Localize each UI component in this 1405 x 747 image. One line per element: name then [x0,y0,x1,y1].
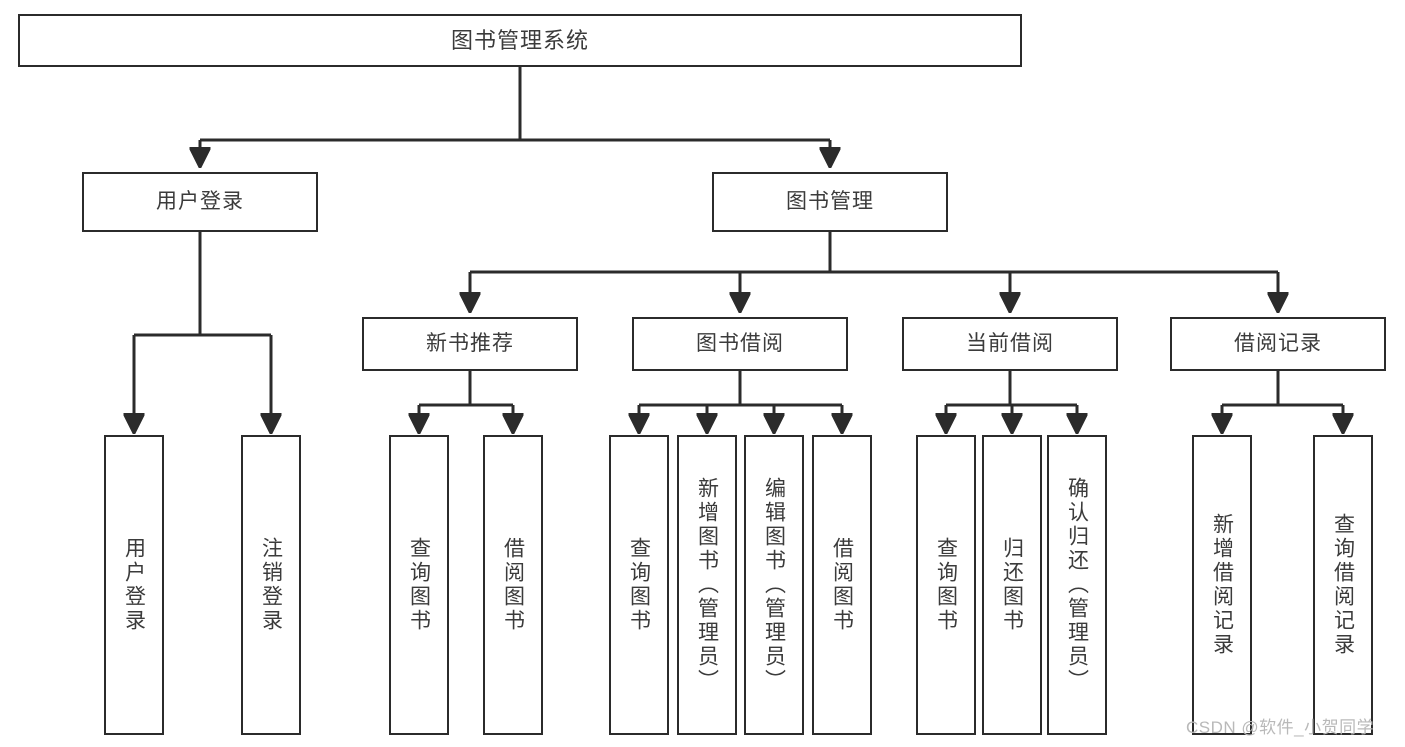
node-label: 归还图书 [1000,537,1024,633]
leaf-return-book[interactable]: 归还图书 [982,435,1042,735]
leaf-confirm-return-admin[interactable]: 确认归还（管理员） [1047,435,1107,735]
node-user-login[interactable]: 用户登录 [82,172,318,232]
node-label: 借阅图书 [501,537,525,633]
node-label: 当前借阅 [966,331,1054,355]
leaf-borrow-book-borrow[interactable]: 借阅图书 [812,435,872,735]
node-label: 注销登录 [259,537,283,633]
node-label: 查询图书 [627,537,651,633]
node-label: 确认归还（管理员） [1065,477,1089,693]
leaf-add-book-admin[interactable]: 新增图书（管理员） [677,435,737,735]
leaf-query-book-current[interactable]: 查询图书 [916,435,976,735]
leaf-borrow-book-new-recommend[interactable]: 借阅图书 [483,435,543,735]
leaf-user-login[interactable]: 用户登录 [104,435,164,735]
node-label: 图书借阅 [696,331,784,355]
node-label: 图书管理系统 [450,27,589,53]
node-label: 用户登录 [122,537,146,633]
node-borrow-record[interactable]: 借阅记录 [1170,317,1386,371]
node-label: 借阅记录 [1234,331,1322,355]
connector-bookborrow-to-leaves [639,371,842,432]
node-new-book-recommend[interactable]: 新书推荐 [362,317,578,371]
connector-userlogin-to-leaves [134,232,271,432]
watermark: CSDN @软件_小贺同学 [1186,718,1375,737]
leaf-add-borrow-record[interactable]: 新增借阅记录 [1192,435,1252,735]
node-label: 图书管理 [786,189,874,213]
node-root-book-management-system[interactable]: 图书管理系统 [18,14,1022,67]
node-label: 新书推荐 [426,331,514,355]
node-book-borrow[interactable]: 图书借阅 [632,317,848,371]
leaf-query-borrow-record[interactable]: 查询借阅记录 [1313,435,1373,735]
node-book-management[interactable]: 图书管理 [712,172,948,232]
node-label: 查询图书 [934,537,958,633]
connector-borrowrecord-to-leaves [1222,371,1343,432]
leaf-edit-book-admin[interactable]: 编辑图书（管理员） [744,435,804,735]
node-label: 借阅图书 [830,537,854,633]
node-label: 查询图书 [407,537,431,633]
node-label: 新增图书（管理员） [695,477,719,693]
node-current-borrow[interactable]: 当前借阅 [902,317,1118,371]
connector-root-to-level2 [200,67,830,166]
connector-currentborrow-to-leaves [946,371,1077,432]
connector-bookmanage-to-level3 [470,232,1278,311]
connector-newbook-to-leaves [419,371,513,432]
node-label: 编辑图书（管理员） [762,477,786,693]
node-label: 查询借阅记录 [1331,513,1355,657]
node-label: 用户登录 [156,189,244,213]
leaf-user-logout[interactable]: 注销登录 [241,435,301,735]
node-label: 新增借阅记录 [1210,513,1234,657]
leaf-query-book-borrow[interactable]: 查询图书 [609,435,669,735]
leaf-query-book-new-recommend[interactable]: 查询图书 [389,435,449,735]
